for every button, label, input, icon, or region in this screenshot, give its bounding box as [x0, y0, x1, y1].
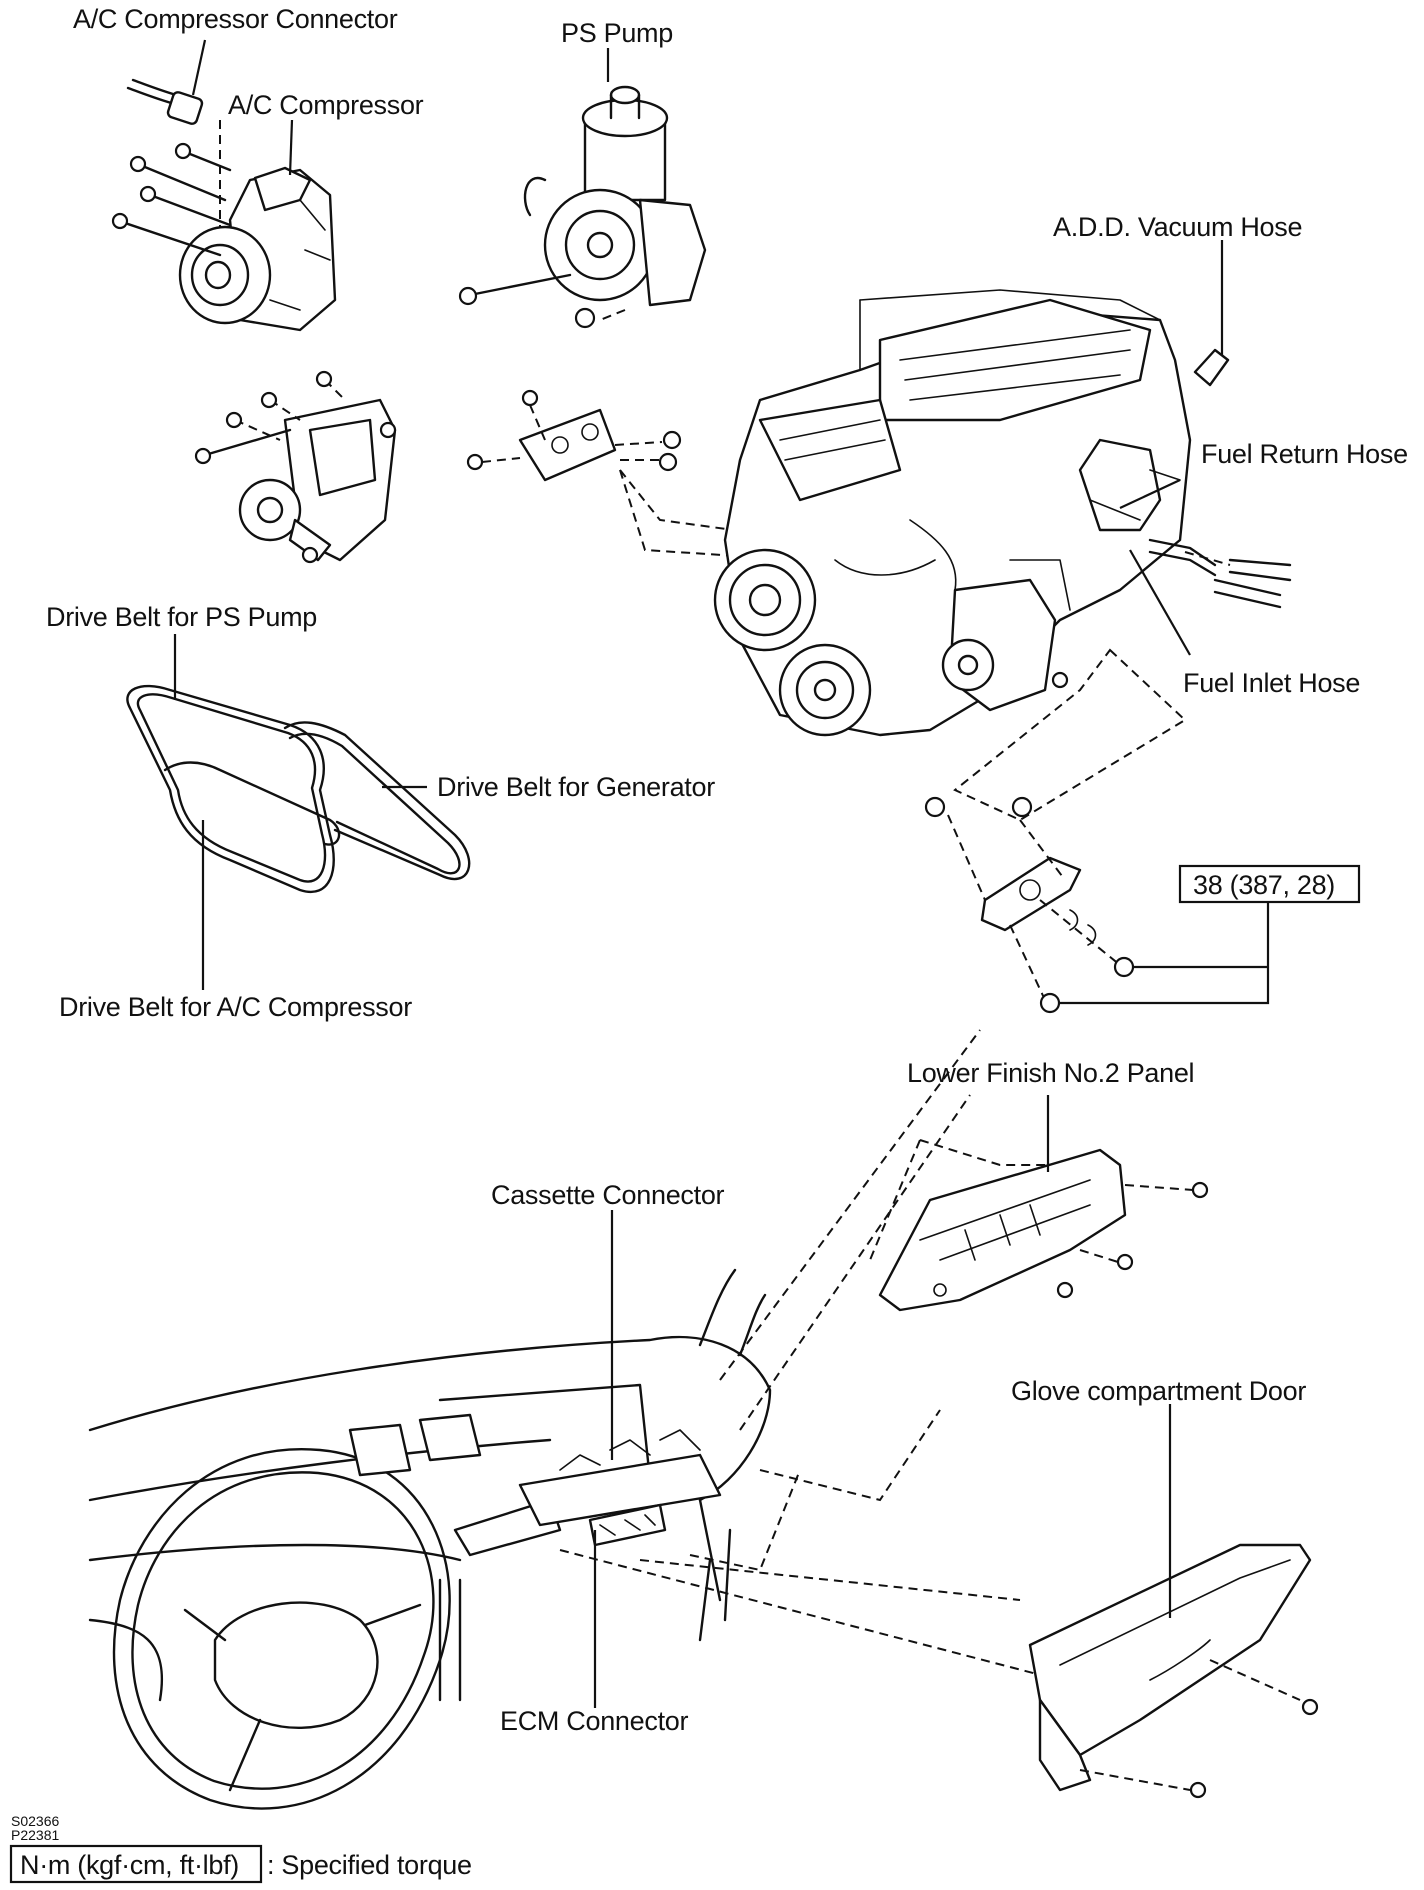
legend-description: : Specified torque	[267, 1850, 472, 1880]
label-cassette-connector: Cassette Connector	[491, 1180, 725, 1210]
label-glove-compartment-door: Glove compartment Door	[1011, 1376, 1306, 1406]
dashboard-drawing	[88, 1029, 1061, 1810]
label-fuel-return-hose: Fuel Return Hose	[1201, 439, 1408, 469]
leader-torque	[1058, 902, 1270, 1005]
glove-compartment-drawing	[1028, 1543, 1319, 1799]
label-add-vacuum-hose: A.D.D. Vacuum Hose	[1053, 212, 1302, 242]
leader-ac-connector	[191, 39, 207, 96]
ac-compressor-drawing	[111, 78, 337, 332]
label-fuel-inlet-hose: Fuel Inlet Hose	[1183, 668, 1360, 698]
lower-finish-panel-drawing	[869, 1139, 1209, 1312]
legend-unit-text: N·m (kgf·cm, ft·lbf)	[20, 1850, 239, 1880]
label-lower-finish-panel: Lower Finish No.2 Panel	[907, 1058, 1194, 1088]
label-ecm-connector: ECM Connector	[500, 1706, 688, 1736]
engine-drawing	[713, 289, 1192, 737]
bracket-tensioner-drawing	[194, 370, 397, 564]
engine-mount-drawing	[924, 648, 1187, 1014]
label-ps-pump: PS Pump	[561, 18, 673, 48]
drive-belts-drawing	[126, 684, 471, 894]
label-ac-compressor: A/C Compressor	[228, 90, 424, 120]
torque-spec-value: 38 (387, 28)	[1193, 870, 1335, 900]
reference-code-2: P22381	[11, 1827, 59, 1843]
torque-spec-box	[1178, 864, 1361, 904]
reference-code-1: S02366	[11, 1813, 59, 1829]
ps-pump-drawing	[458, 85, 707, 329]
fuel-hoses-drawing	[1148, 538, 1292, 609]
legend-unit-box	[9, 1844, 263, 1884]
vacuum-hose-drawing	[1193, 348, 1230, 387]
label-drive-belt-ps-pump: Drive Belt for PS Pump	[46, 602, 317, 632]
label-ac-compressor-connector: A/C Compressor Connector	[73, 4, 398, 34]
label-drive-belt-generator: Drive Belt for Generator	[437, 772, 715, 802]
leader-fuel-return	[1119, 479, 1181, 509]
leader-fuel-inlet	[1129, 549, 1191, 656]
leader-ac-compressor	[288, 119, 294, 176]
ac-compressor-bolts	[111, 142, 232, 257]
label-drive-belt-ac-compressor: Drive Belt for A/C Compressor	[59, 992, 412, 1022]
